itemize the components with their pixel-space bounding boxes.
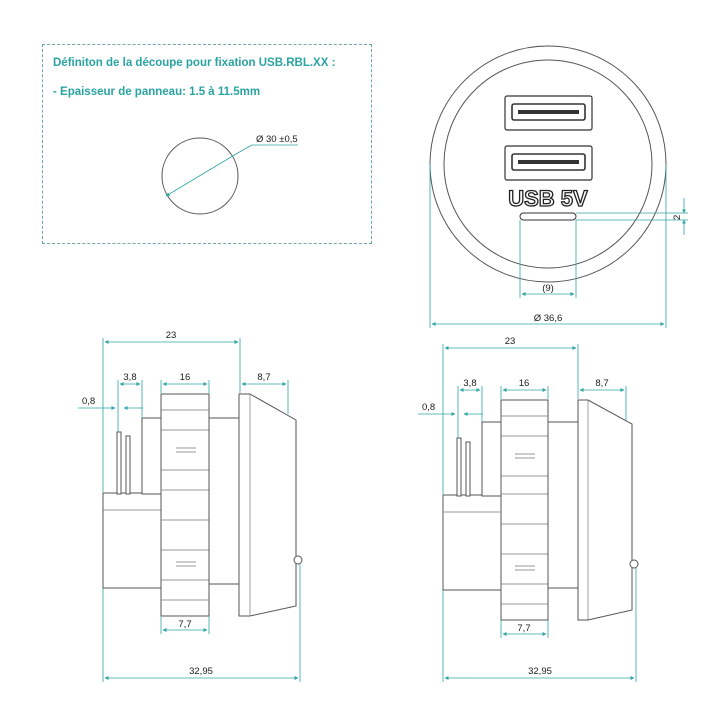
bezel-right — [577, 399, 633, 621]
cutout-definition-box: Définiton de la découpe pour fixation US… — [42, 44, 372, 244]
led-height-label: 2 — [672, 215, 683, 220]
panel-thickness-note: - Epaisseur de panneau: 1.5 à 11.5mm — [53, 86, 261, 98]
side-view-left: 23 3,8 16 8,7 0,8 7,7 32,95 — [78, 330, 303, 682]
dim-nut-right: 7,7 — [517, 623, 530, 634]
dim-pins-left: 3,8 — [123, 372, 136, 383]
cutout-title: Définiton de la découpe pour fixation US… — [53, 57, 336, 69]
front-view: USB 5V 2 (9) Ø 36,6 — [429, 45, 688, 328]
pin-right-b — [465, 441, 471, 497]
bezel-left — [238, 393, 297, 617]
pin-left-b — [125, 435, 131, 495]
dim-pins-right: 3,8 — [463, 378, 476, 389]
dim-pin-thickness-right: 0,8 — [422, 402, 435, 413]
pin-right-a — [456, 437, 462, 497]
inner-flange-right — [547, 421, 579, 589]
cutout-diameter-leader — [235, 144, 253, 155]
pin-left-a — [116, 431, 122, 495]
dim-total-length-right: 32,95 — [528, 666, 552, 677]
led-nub-right — [629, 559, 639, 569]
cutout-circle-group: Ø 30 ±0,5 — [161, 134, 298, 215]
led-width-label: (9) — [542, 283, 554, 294]
side-view-right: 23 3,8 16 8,7 0,8 7,7 32,95 — [418, 336, 639, 682]
threaded-body-right — [500, 399, 549, 621]
pin-housing-left — [141, 417, 163, 495]
rear-connector-left — [102, 492, 162, 589]
rear-connector-right — [442, 494, 502, 591]
usb-port-bottom — [504, 145, 593, 181]
dim-body-right: 16 — [519, 378, 530, 389]
dim-pin-thickness-left: 0,8 — [82, 396, 95, 407]
led-nub-left — [293, 555, 303, 565]
outer-diam-label: Ø 36,6 — [534, 313, 563, 324]
dim-body-left: 16 — [180, 372, 191, 383]
dim-total-top-right: 23 — [505, 336, 516, 347]
dim-total-length-left: 32,95 — [189, 666, 213, 677]
usb-logo-text: USB 5V — [508, 186, 588, 211]
threaded-body-left — [160, 393, 210, 617]
usb-port-top — [504, 95, 593, 131]
led-strip — [519, 212, 577, 221]
pin-housing-right — [481, 421, 503, 497]
dim-total-top-left: 23 — [166, 330, 177, 341]
inner-flange-left — [208, 417, 240, 585]
dim-nut-left: 7,7 — [178, 619, 191, 630]
dim-bezel-left: 8,7 — [257, 372, 270, 383]
cutout-diameter-label: Ø 30 ±0,5 — [256, 134, 298, 145]
cutout-diameter-line — [165, 153, 237, 197]
dim-bezel-right: 8,7 — [595, 378, 608, 389]
